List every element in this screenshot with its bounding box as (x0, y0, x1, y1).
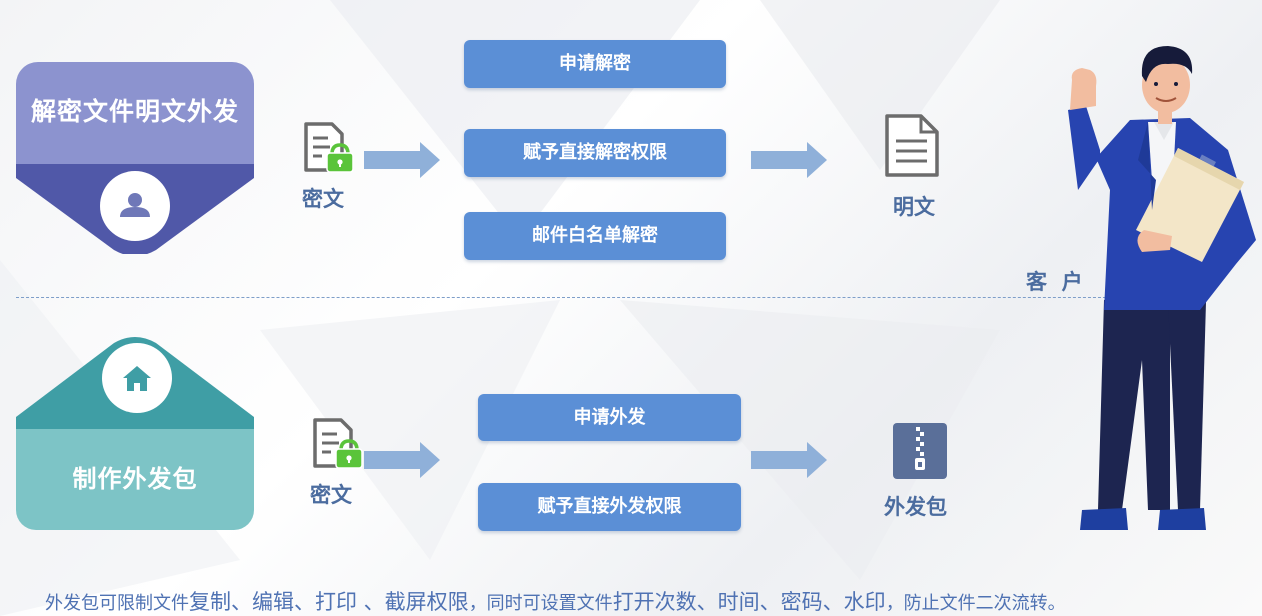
package-badge-title: 制作外发包 (72, 465, 198, 493)
zip-package-icon (893, 423, 947, 479)
bottom-arrow-in (364, 442, 440, 478)
package-label: 外发包 (884, 495, 947, 519)
plaintext-label: 明文 (893, 195, 935, 219)
grant-send-permission-button[interactable]: 赋予直接外发权限 (478, 483, 741, 531)
customer-label: 客 户 (1026, 270, 1083, 294)
encrypted-document-icon-2 (313, 418, 363, 469)
encrypted-document-icon (304, 122, 354, 173)
decrypt-badge-title: 解密文件明文外发 (30, 97, 239, 126)
footer-part-1: 外发包可限制文件 (45, 593, 189, 614)
footer-part-2: 复制、编辑、打印 、截屏权限 (189, 590, 469, 614)
home-circle (102, 343, 172, 413)
top-arrow-out (751, 142, 827, 178)
footer-part-5: ，防止文件二次流转。 (885, 593, 1066, 614)
user-avatar-circle (100, 171, 170, 241)
grant-decrypt-permission-button[interactable]: 赋予直接解密权限 (464, 129, 726, 177)
decrypt-badge-header (16, 62, 254, 164)
package-badge-body (16, 429, 254, 530)
bottom-arrow-out (751, 442, 827, 478)
apply-decrypt-button[interactable]: 申请解密 (464, 40, 726, 88)
package-badge: 制作外发包 (16, 337, 254, 530)
footer-part-4: 打开次数、时间、密码、水印 (612, 590, 886, 614)
plain-document-icon (885, 114, 939, 177)
top-arrow-in (364, 142, 440, 178)
user-icon (120, 193, 150, 217)
email-whitelist-decrypt-button[interactable]: 邮件白名单解密 (464, 212, 726, 260)
home-icon (123, 366, 151, 391)
top-cipher-label: 密文 (302, 187, 344, 211)
section-divider (16, 297, 1116, 298)
footer-note: 外发包可限制文件复制、编辑、打印 、截屏权限，同时可设置文件打开次数、时间、密码… (45, 586, 1066, 616)
bottom-cipher-label: 密文 (310, 483, 352, 507)
apply-send-button[interactable]: 申请外发 (478, 394, 741, 441)
businessman-illustration (1068, 46, 1256, 530)
footer-part-3: ，同时可设置文件 (468, 593, 613, 614)
decrypt-badge: 解密文件明文外发 (16, 62, 254, 254)
